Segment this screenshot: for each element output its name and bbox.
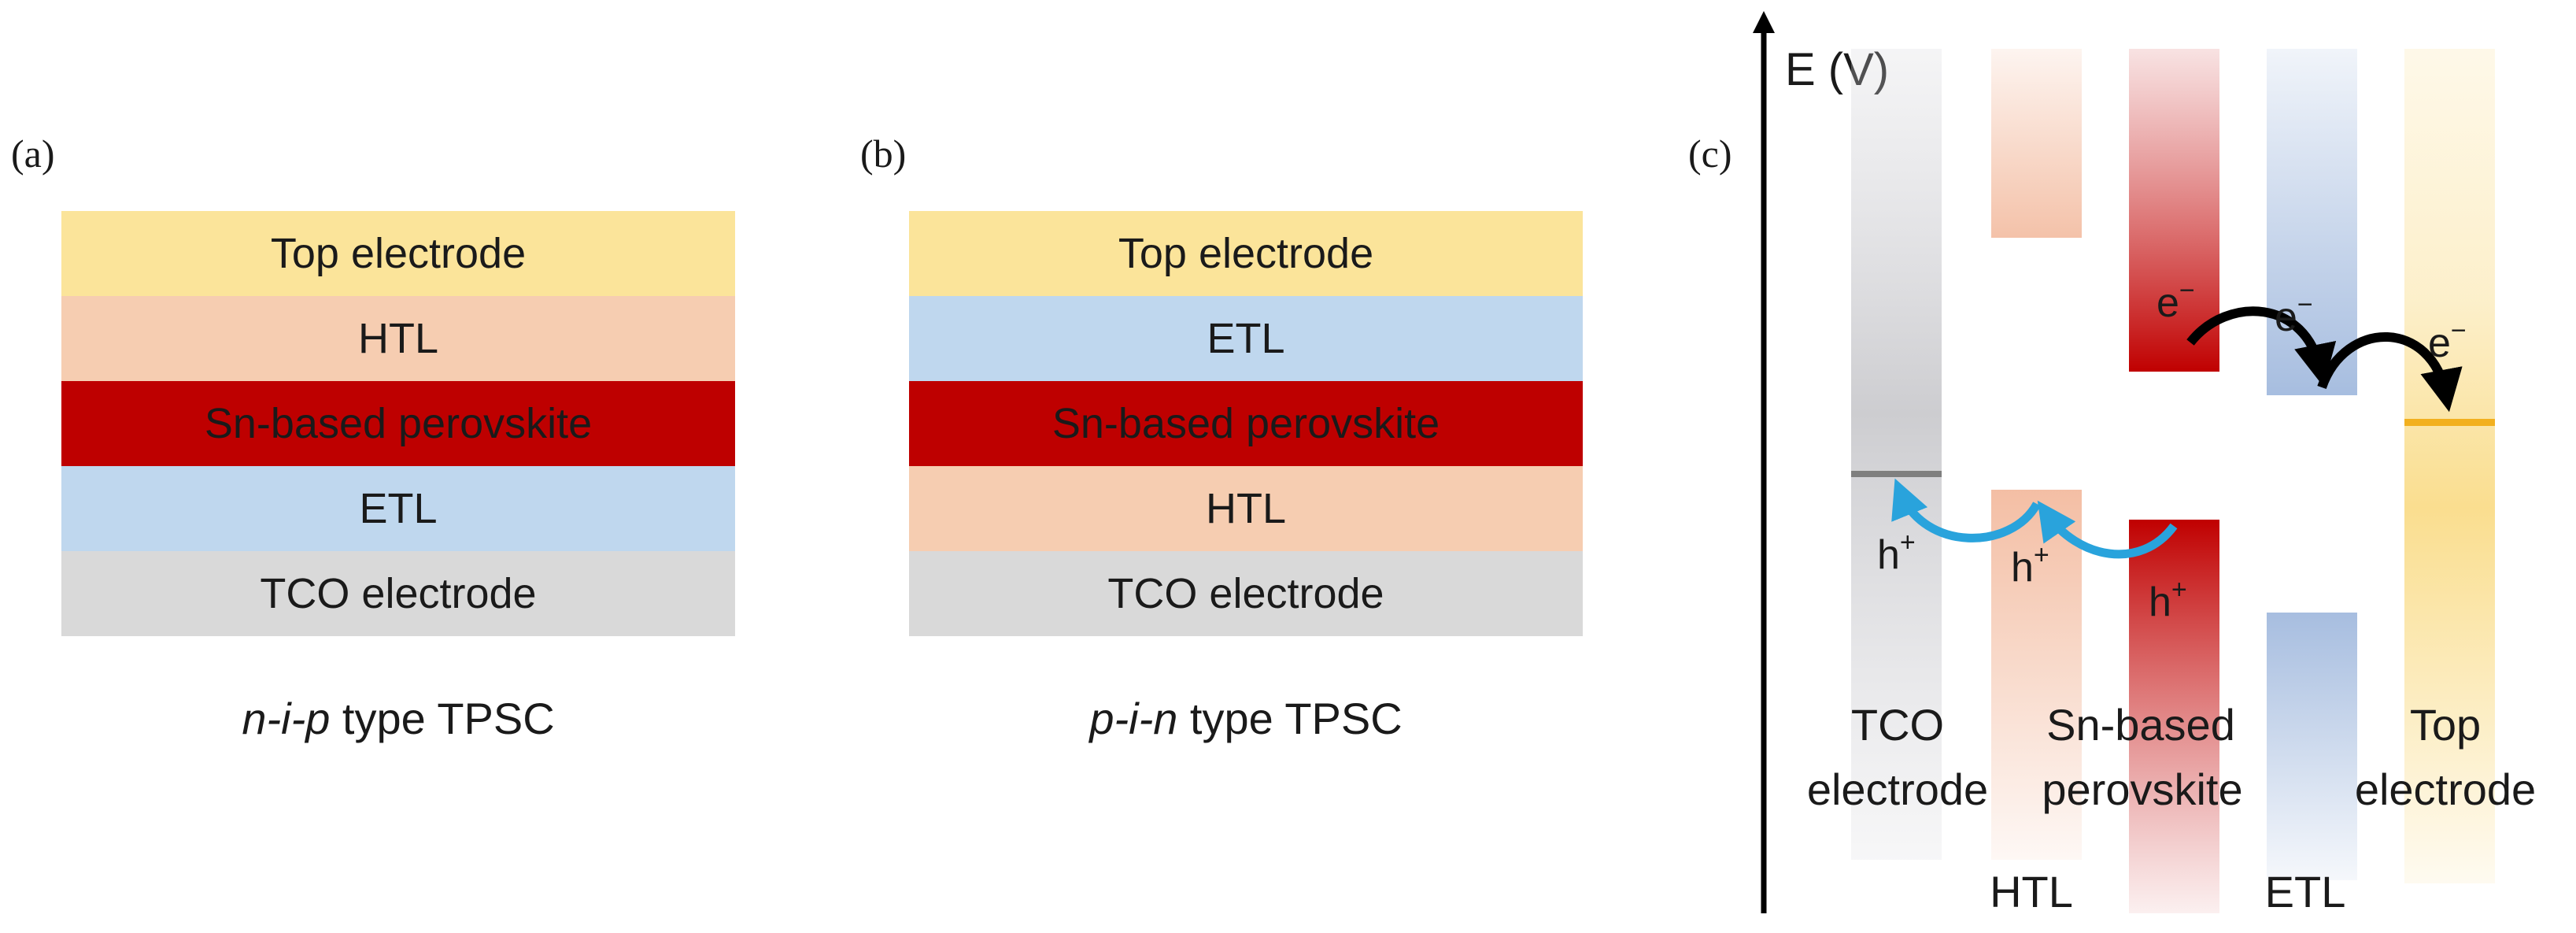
nip-caption: n-i-p type TPSC xyxy=(61,697,735,741)
electron-arrow-perovskite-to-etl xyxy=(2186,306,2337,387)
perovskite-valence-band xyxy=(2129,520,2219,913)
pin-caption-rest: type TPSC xyxy=(1177,694,1403,743)
top-label-line1: Top xyxy=(2410,700,2481,750)
panel-c-label: (c) xyxy=(1688,131,1732,176)
pin-layer-htl: HTL xyxy=(909,466,1583,551)
svg-text:h+: h+ xyxy=(2011,540,2049,591)
pin-layer-etl: ETL xyxy=(909,296,1583,381)
tco-fermi-level xyxy=(1851,471,1942,477)
tco-band xyxy=(1851,49,1942,860)
svg-text:e−: e− xyxy=(2428,316,2467,366)
hole-label-tco: h+ xyxy=(1877,528,1916,578)
nip-layer-htl: HTL xyxy=(61,296,735,381)
electron-arrow-etl-to-top xyxy=(2317,332,2463,413)
svg-text:e−: e− xyxy=(2157,276,2195,326)
nip-layer-sn-based-perovskite: Sn-based perovskite xyxy=(61,381,735,466)
panel-b-label: (b) xyxy=(860,131,907,176)
hole-label-htl: h+ xyxy=(2011,540,2049,591)
htl-label: HTL xyxy=(1990,867,2073,916)
etl-valence-band xyxy=(2267,613,2357,880)
tco-label-line1: TCO xyxy=(1851,700,1944,750)
electron-label-perovskite: e− xyxy=(2157,276,2195,326)
nip-layer-tco-electrode: TCO electrode xyxy=(61,551,735,636)
pin-layer-top-electrode: Top electrode xyxy=(909,211,1583,296)
etl-label: ETL xyxy=(2265,867,2346,916)
panel-a-label: (a) xyxy=(11,131,55,176)
perovskite-label-line1: Sn-based xyxy=(2046,700,2235,750)
perovskite-label-line2: perovskite xyxy=(2042,765,2242,814)
nip-caption-rest: type TPSC xyxy=(330,694,555,743)
top-label-line2: electrode xyxy=(2355,765,2536,814)
pin-layer-tco-electrode: TCO electrode xyxy=(909,551,1583,636)
hole-arrow-perovskite-to-htl xyxy=(2037,500,2178,559)
electron-label-top: e− xyxy=(2428,316,2467,366)
svg-text:h+: h+ xyxy=(2149,575,2187,625)
nip-layer-top-electrode: Top electrode xyxy=(61,211,735,296)
tco-label-line2: electrode xyxy=(1807,765,1988,814)
top-electrode-fermi-level xyxy=(2404,419,2495,426)
electron-label-etl: e− xyxy=(2275,290,2313,340)
pin-caption-italic: p-i-n xyxy=(1089,694,1178,743)
nip-layer-etl: ETL xyxy=(61,466,735,551)
nip-caption-italic: n-i-p xyxy=(242,694,331,743)
htl-conduction-band xyxy=(1991,49,2082,238)
perovskite-conduction-band xyxy=(2129,49,2219,372)
pin-caption: p-i-n type TPSC xyxy=(909,697,1583,741)
svg-text:h+: h+ xyxy=(1877,528,1916,578)
hole-arrow-htl-to-tco xyxy=(1891,478,2041,542)
hole-label-perovskite: h+ xyxy=(2149,575,2187,625)
svg-text:e−: e− xyxy=(2275,290,2313,340)
pin-layer-sn-based-perovskite: Sn-based perovskite xyxy=(909,381,1583,466)
htl-valence-band xyxy=(1991,490,2082,860)
top-electrode-band xyxy=(2404,49,2495,883)
